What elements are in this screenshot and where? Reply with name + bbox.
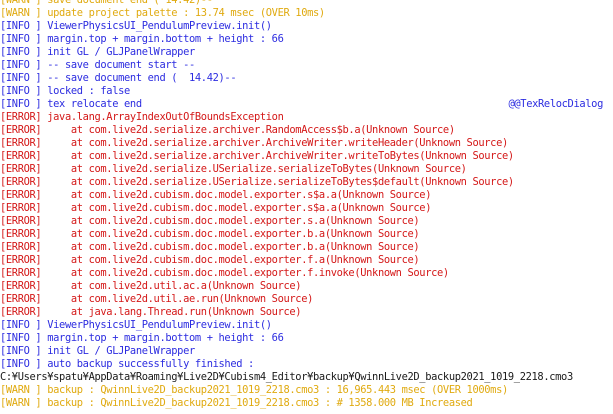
log-line-warn: [WARN ] backup : QwinnLive2D_backup2021_… (0, 384, 613, 397)
log-line-info: [INFO ] init GL / GLJPanelWrapper (0, 46, 613, 59)
log-line-text: [ERROR] at com.live2d.cubism.doc.model.e… (0, 202, 432, 214)
log-line-info: [INFO ] init GL / GLJPanelWrapper (0, 345, 613, 358)
log-line-text: [ERROR] at com.live2d.cubism.doc.model.e… (0, 215, 420, 227)
log-line-text: [INFO ] ViewerPhysicsUI_PendulumPreview.… (0, 20, 272, 32)
log-line-info: [INFO ] ViewerPhysicsUI_PendulumPreview.… (0, 20, 613, 33)
log-line-error: [ERROR] at com.live2d.cubism.doc.model.e… (0, 189, 613, 202)
log-line-text: [INFO ] locked : false (0, 85, 130, 97)
log-line-error: [ERROR] at com.live2d.cubism.doc.model.e… (0, 215, 613, 228)
log-line-error: [ERROR] at com.live2d.cubism.doc.model.e… (0, 228, 613, 241)
log-line-text: [WARN ] backup : QwinnLive2D_backup2021_… (0, 397, 473, 409)
log-line-info: [INFO ] -- save document start -- (0, 59, 613, 72)
log-line-text: [WARN ] save document end ( 14.42)-- (0, 0, 213, 6)
log-line-info: [INFO ] locked : false (0, 85, 613, 98)
log-line-text: [INFO ] -- save document end ( 14.42)-- (0, 72, 237, 84)
log-line-text: [ERROR] at com.live2d.cubism.doc.model.e… (0, 189, 432, 201)
log-line-text: [ERROR] at com.live2d.cubism.doc.model.e… (0, 254, 420, 266)
log-line-error: [ERROR] at com.live2d.util.ae.run(Unknow… (0, 293, 613, 306)
log-line-text: [ERROR] java.lang.ArrayIndexOutOfBoundsE… (0, 111, 284, 123)
log-line-text: [INFO ] ViewerPhysicsUI_PendulumPreview.… (0, 319, 272, 331)
log-line-error: [ERROR] java.lang.ArrayIndexOutOfBoundsE… (0, 111, 613, 124)
log-line-info: [INFO ] ViewerPhysicsUI_PendulumPreview.… (0, 319, 613, 332)
log-line-text: [INFO ] tex relocate end (0, 98, 142, 110)
log-line-error: [ERROR] at com.live2d.cubism.doc.model.e… (0, 241, 613, 254)
log-line-error: [ERROR] at com.live2d.serialize.USeriali… (0, 176, 613, 189)
log-line-info: [INFO ] -- save document end ( 14.42)-- (0, 72, 613, 85)
log-line-text: [WARN ] update project palette : 13.74 m… (0, 7, 325, 19)
log-line-text: [ERROR] at com.live2d.serialize.archiver… (0, 137, 508, 149)
log-line-text: [ERROR] at com.live2d.util.ac.a(Unknown … (0, 280, 302, 292)
log-line-error: [ERROR] at com.live2d.serialize.archiver… (0, 150, 613, 163)
log-line-text: [INFO ] init GL / GLJPanelWrapper (0, 345, 195, 357)
log-line-source-tag: @@TexRelocDialog (508, 98, 604, 110)
log-line-text: [ERROR] at com.live2d.util.ae.run(Unknow… (0, 293, 314, 305)
log-line-text: [ERROR] at com.live2d.cubism.doc.model.e… (0, 241, 420, 253)
log-line-warn: [WARN ] update project palette : 13.74 m… (0, 7, 613, 20)
log-line-error: [ERROR] at com.live2d.cubism.doc.model.e… (0, 202, 613, 215)
log-line-text: [ERROR] at com.live2d.cubism.doc.model.e… (0, 228, 420, 240)
log-line-warn: [WARN ] save document end ( 14.42)-- (0, 0, 613, 7)
log-line-text: [ERROR] at com.live2d.serialize.archiver… (0, 150, 514, 162)
log-line-text: [INFO ] init GL / GLJPanelWrapper (0, 46, 195, 58)
log-line-error: [ERROR] at java.lang.Thread.run(Unknown … (0, 306, 613, 319)
log-line-text: C:¥Users¥spatu¥AppData¥Roaming¥Live2D¥Cu… (0, 371, 573, 383)
log-line-text: [ERROR] at com.live2d.serialize.USeriali… (0, 176, 514, 188)
log-line-text: [WARN ] backup : QwinnLive2D_backup2021_… (0, 384, 508, 396)
log-line-text: [ERROR] at com.live2d.cubism.doc.model.e… (0, 267, 449, 279)
log-line-info: [INFO ] margin.top + margin.bottom + hei… (0, 332, 613, 345)
log-line-error: [ERROR] at com.live2d.util.ac.a(Unknown … (0, 280, 613, 293)
log-line-text: [ERROR] at com.live2d.serialize.USeriali… (0, 163, 467, 175)
log-line-error: [ERROR] at com.live2d.serialize.archiver… (0, 124, 613, 137)
log-line-error: [ERROR] at com.live2d.serialize.USeriali… (0, 163, 613, 176)
log-line-error: [ERROR] at com.live2d.cubism.doc.model.e… (0, 254, 613, 267)
log-line-warn: [WARN ] backup : QwinnLive2D_backup2021_… (0, 397, 613, 410)
log-line-text: [INFO ] margin.top + margin.bottom + hei… (0, 332, 284, 344)
log-line-text: [INFO ] -- save document start -- (0, 59, 195, 71)
log-line-text: [ERROR] at java.lang.Thread.run(Unknown … (0, 306, 302, 318)
log-line-info: [INFO ] margin.top + margin.bottom + hei… (0, 33, 613, 46)
log-line-error: [ERROR] at com.live2d.serialize.archiver… (0, 137, 613, 150)
log-line-text: [INFO ] auto backup successfully finishe… (0, 358, 254, 370)
log-line-text: [INFO ] margin.top + margin.bottom + hei… (0, 33, 284, 45)
log-line-text: [ERROR] at com.live2d.serialize.archiver… (0, 124, 455, 136)
log-line-info: [INFO ] tex relocate end @@TexRelocDialog (0, 98, 613, 111)
log-line-path: C:¥Users¥spatu¥AppData¥Roaming¥Live2D¥Cu… (0, 371, 613, 384)
log-line-info: [INFO ] auto backup successfully finishe… (0, 358, 613, 371)
log-line-error: [ERROR] at com.live2d.cubism.doc.model.e… (0, 267, 613, 280)
